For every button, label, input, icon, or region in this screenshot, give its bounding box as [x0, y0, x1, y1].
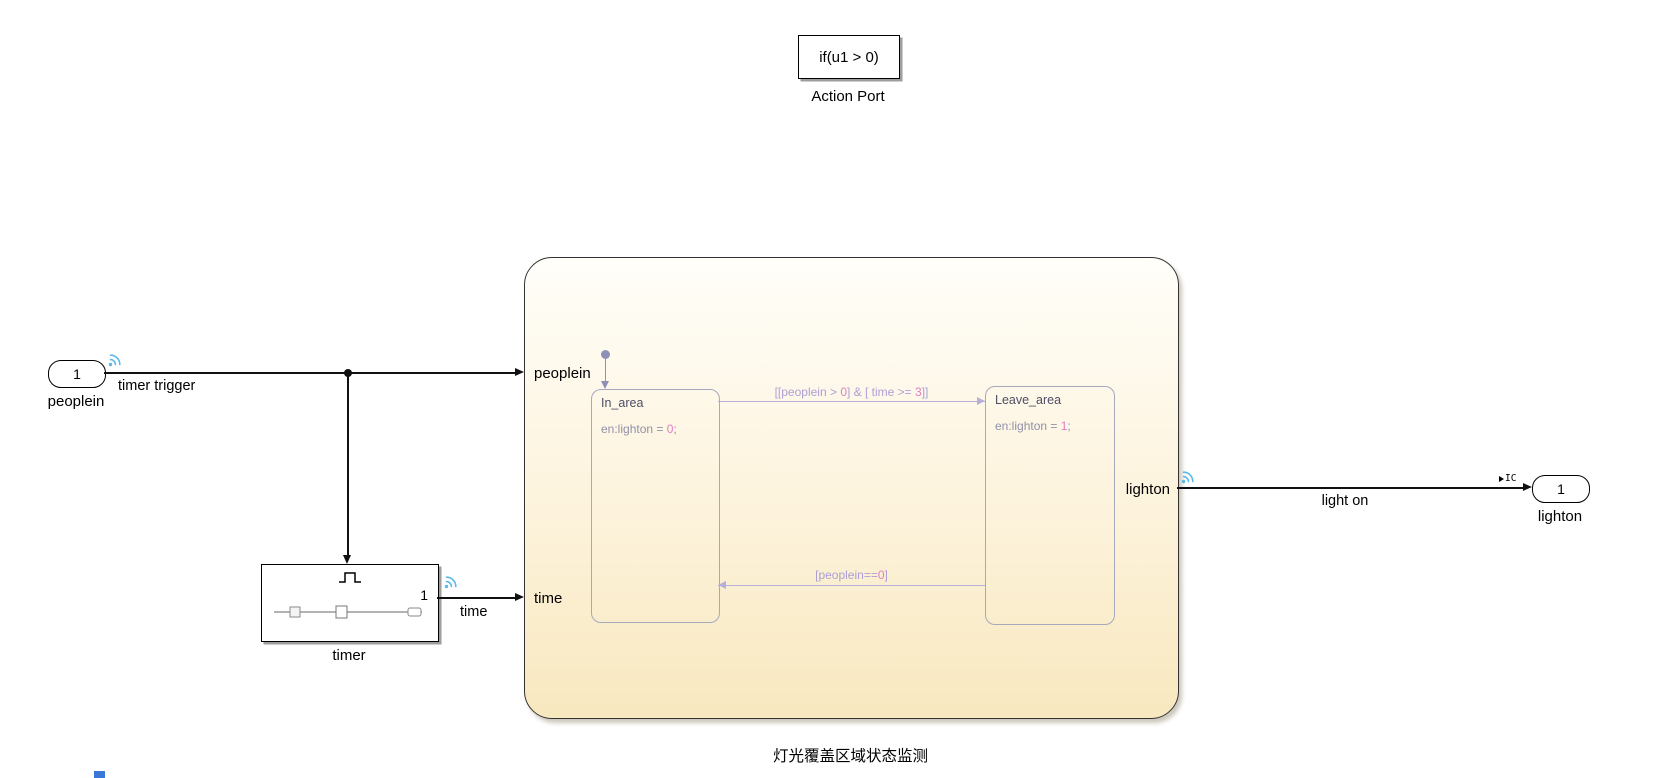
- window-corner-fragment: [94, 771, 105, 778]
- transition-in-to-leave[interactable]: [718, 401, 985, 403]
- annotation-time[interactable]: time: [460, 604, 488, 620]
- entry-value: 1: [1060, 419, 1068, 433]
- slider-icon: [274, 605, 422, 619]
- state-entry-action: en:lighton = 1;: [995, 419, 1071, 433]
- transition-text: ] & [ time >=: [847, 385, 916, 399]
- transition-value: 0: [840, 385, 847, 399]
- if-action-block[interactable]: if(u1 > 0): [798, 35, 900, 79]
- wire-peoplein-to-chart[interactable]: [104, 372, 515, 374]
- state-leave-area[interactable]: Leave_area en:lighton = 1;: [985, 386, 1115, 625]
- chart-input-peoplein: peoplein: [534, 365, 591, 382]
- ic-triangle-icon: [1499, 475, 1504, 482]
- transition-value: 3: [915, 385, 922, 399]
- entry-prefix: en:lighton =: [995, 419, 1061, 433]
- transition-text: ]]: [921, 385, 929, 399]
- timer-outport-number: 1: [420, 587, 428, 603]
- outport-label[interactable]: lighton: [1537, 508, 1583, 525]
- wire-arrowhead: [1523, 483, 1532, 491]
- transition-label-leave-to-in[interactable]: [peoplein==0]: [718, 568, 985, 582]
- wire-timer-to-chart[interactable]: [437, 597, 515, 599]
- wire-arrowhead: [515, 593, 524, 601]
- stateflow-chart-block[interactable]: peoplein time lighton In_area en:lighton…: [524, 257, 1179, 719]
- chart-output-lighton: lighton: [1125, 481, 1170, 498]
- annotation-light-on[interactable]: light on: [1321, 493, 1369, 509]
- if-condition-text: if(u1 > 0): [819, 48, 879, 66]
- transition-arrowhead: [977, 397, 985, 405]
- wire-chart-to-outport[interactable]: [1177, 487, 1523, 489]
- entry-value: 0: [666, 422, 674, 436]
- outport-number: 1: [1557, 481, 1565, 497]
- transition-label-in-to-leave[interactable]: [[peoplein > 0] & [ time >= 3]]: [718, 385, 985, 399]
- entry-suffix: ;: [673, 422, 677, 436]
- entry-prefix: en:lighton =: [601, 422, 667, 436]
- signal-logging-icon[interactable]: [1180, 468, 1197, 485]
- state-entry-action: en:lighton = 0;: [601, 422, 677, 436]
- transition-text: [peoplein==: [815, 568, 878, 582]
- transition-text: ]: [884, 568, 888, 582]
- outport-lighton[interactable]: 1: [1532, 475, 1590, 503]
- wire-arrowhead: [515, 368, 524, 376]
- state-name: In_area: [601, 396, 644, 410]
- ic-text: IC: [1505, 473, 1517, 484]
- inport-peoplein[interactable]: 1: [48, 360, 106, 388]
- chart-title[interactable]: 灯光覆盖区域状态监测: [772, 748, 928, 765]
- timer-block-label[interactable]: timer: [332, 647, 366, 664]
- action-port-label[interactable]: Action Port: [811, 88, 885, 105]
- timer-subsystem-block[interactable]: 1: [261, 564, 439, 642]
- transition-text: [[peoplein >: [774, 385, 841, 399]
- wire-branch-to-timer[interactable]: [347, 373, 349, 555]
- inport-label[interactable]: peoplein: [47, 393, 105, 410]
- transition-arrowhead: [718, 581, 726, 589]
- wire-arrowhead: [343, 555, 351, 564]
- default-transition-arrowhead: [601, 381, 609, 389]
- signal-logging-icon[interactable]: [443, 573, 460, 590]
- entry-suffix: ;: [1067, 419, 1071, 433]
- default-transition-dot[interactable]: [601, 350, 610, 359]
- transition-leave-to-in[interactable]: [718, 585, 985, 587]
- state-in-area[interactable]: In_area en:lighton = 0;: [591, 389, 720, 623]
- chart-input-time: time: [534, 590, 563, 607]
- annotation-timer-trigger[interactable]: timer trigger: [118, 378, 196, 394]
- signal-logging-icon[interactable]: [107, 351, 124, 368]
- default-transition-line[interactable]: [605, 359, 607, 381]
- inport-number: 1: [73, 366, 81, 382]
- transition-value: 0: [877, 568, 885, 582]
- state-name: Leave_area: [995, 393, 1062, 407]
- ic-badge: IC: [1499, 473, 1516, 484]
- pulse-icon: [339, 572, 361, 583]
